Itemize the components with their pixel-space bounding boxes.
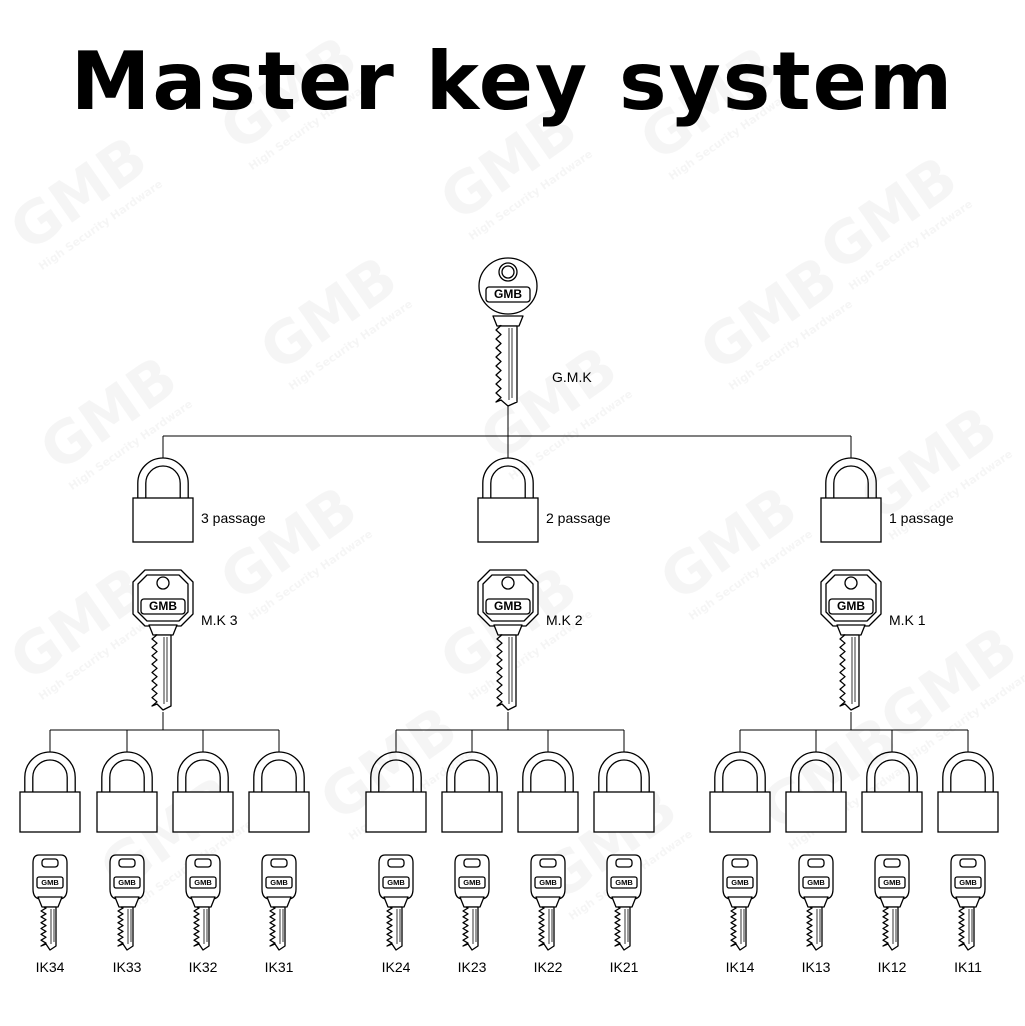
- individual-lock-ik22: [517, 751, 579, 833]
- key-brand-label: GMB: [149, 599, 177, 613]
- individual-lock-ik14: [709, 751, 771, 833]
- key-brand-label: GMB: [118, 878, 136, 887]
- master-key-label-3: M.K 1: [889, 612, 926, 628]
- individual-lock-ik21: [593, 751, 655, 833]
- passage-label-3: 1 passage: [889, 510, 954, 526]
- key-brand-label: GMB: [959, 878, 977, 887]
- key-brand-label: GMB: [494, 599, 522, 613]
- individual-key-ik24: GMB: [378, 854, 414, 951]
- individual-key-label-ik11: IK11: [954, 959, 982, 975]
- page-title: Master key system: [70, 35, 955, 128]
- individual-key-label-ik22: IK22: [534, 959, 563, 975]
- key-brand-label: GMB: [883, 878, 901, 887]
- individual-key-ik21: GMB: [606, 854, 642, 951]
- key-brand-label: GMB: [41, 878, 59, 887]
- individual-key-ik22: GMB: [530, 854, 566, 951]
- master-key-3: GMB: [820, 569, 882, 711]
- master-key-label-1: M.K 3: [201, 612, 238, 628]
- individual-key-ik34: GMB: [32, 854, 68, 951]
- key-brand-label: GMB: [463, 878, 481, 887]
- individual-key-label-ik31: IK31: [265, 959, 294, 975]
- grand-master-label: G.M.K: [552, 369, 592, 385]
- individual-key-label-ik23: IK23: [458, 959, 487, 975]
- individual-lock-ik23: [441, 751, 503, 833]
- individual-key-ik33: GMB: [109, 854, 145, 951]
- individual-lock-ik11: [937, 751, 999, 833]
- key-brand-label: GMB: [270, 878, 288, 887]
- individual-key-ik11: GMB: [950, 854, 986, 951]
- passage-label-2: 2 passage: [546, 510, 611, 526]
- individual-key-label-ik14: IK14: [726, 959, 755, 975]
- key-brand-label: GMB: [494, 287, 522, 301]
- individual-lock-ik24: [365, 751, 427, 833]
- individual-key-ik31: GMB: [261, 854, 297, 951]
- individual-key-ik12: GMB: [874, 854, 910, 951]
- individual-lock-ik34: [19, 751, 81, 833]
- passage-lock-1: [132, 457, 194, 543]
- passage-lock-3: [820, 457, 882, 543]
- individual-key-label-ik12: IK12: [878, 959, 907, 975]
- master-key-label-2: M.K 2: [546, 612, 583, 628]
- individual-key-ik14: GMB: [722, 854, 758, 951]
- individual-key-label-ik33: IK33: [113, 959, 142, 975]
- key-brand-label: GMB: [539, 878, 557, 887]
- grand-master-key: GMB: [478, 257, 538, 407]
- individual-key-label-ik13: IK13: [802, 959, 831, 975]
- individual-key-label-ik24: IK24: [382, 959, 411, 975]
- individual-key-label-ik32: IK32: [189, 959, 218, 975]
- individual-lock-ik33: [96, 751, 158, 833]
- individual-key-ik13: GMB: [798, 854, 834, 951]
- individual-lock-ik13: [785, 751, 847, 833]
- key-brand-label: GMB: [731, 878, 749, 887]
- individual-key-label-ik34: IK34: [36, 959, 65, 975]
- master-key-2: GMB: [477, 569, 539, 711]
- individual-lock-ik32: [172, 751, 234, 833]
- key-brand-label: GMB: [194, 878, 212, 887]
- passage-label-1: 3 passage: [201, 510, 266, 526]
- master-key-1: GMB: [132, 569, 194, 711]
- key-brand-label: GMB: [837, 599, 865, 613]
- individual-key-label-ik21: IK21: [610, 959, 639, 975]
- watermark: GMBHigh Security HardwareGMBHigh Securit…: [0, 23, 1025, 923]
- individual-key-ik32: GMB: [185, 854, 221, 951]
- individual-key-ik23: GMB: [454, 854, 490, 951]
- individual-lock-ik31: [248, 751, 310, 833]
- key-brand-label: GMB: [807, 878, 825, 887]
- passage-lock-2: [477, 457, 539, 543]
- key-brand-label: GMB: [615, 878, 633, 887]
- key-brand-label: GMB: [387, 878, 405, 887]
- individual-lock-ik12: [861, 751, 923, 833]
